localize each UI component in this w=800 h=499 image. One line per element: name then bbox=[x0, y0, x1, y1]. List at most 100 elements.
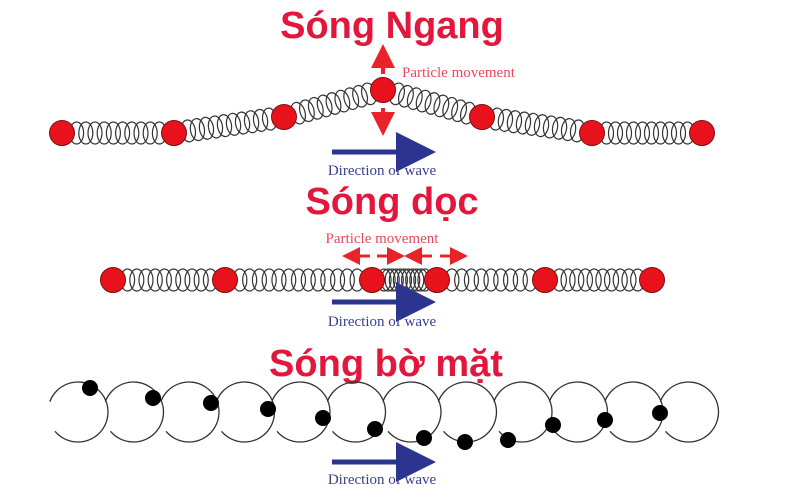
spring-coil bbox=[234, 111, 251, 135]
orbit-path bbox=[382, 381, 442, 443]
spring-coil bbox=[603, 268, 620, 292]
spring-coil bbox=[216, 114, 233, 138]
spring-coil bbox=[502, 268, 519, 292]
particle bbox=[161, 120, 187, 146]
particle bbox=[271, 104, 297, 130]
spring-coil bbox=[310, 268, 326, 292]
transverse-particle-label: Particle movement bbox=[402, 65, 516, 81]
spring-coil bbox=[329, 268, 346, 292]
spring-coil bbox=[524, 112, 541, 136]
surface-direction-label: Direction of wave bbox=[328, 472, 437, 488]
spring-coil bbox=[325, 92, 342, 115]
spring-coil bbox=[661, 121, 678, 145]
spring-coil bbox=[193, 268, 209, 292]
particle bbox=[469, 104, 495, 130]
spring-coil bbox=[595, 268, 611, 292]
water-particle bbox=[82, 380, 98, 396]
water-particle bbox=[545, 417, 561, 433]
spring-coil bbox=[451, 99, 468, 123]
particle bbox=[370, 77, 396, 103]
particle bbox=[100, 267, 126, 293]
spring-coil bbox=[569, 268, 585, 292]
spring-coil bbox=[198, 116, 215, 140]
water-particle bbox=[315, 410, 331, 426]
spring-coil bbox=[105, 121, 122, 145]
water-particle bbox=[457, 434, 473, 450]
spring-coil bbox=[189, 118, 206, 142]
water-particle bbox=[652, 405, 668, 421]
particle bbox=[579, 120, 605, 146]
spring-coil bbox=[616, 121, 633, 145]
spring-coil bbox=[512, 268, 528, 292]
spring-coil bbox=[542, 115, 559, 139]
orbit-path bbox=[49, 381, 109, 443]
spring-coil bbox=[156, 268, 172, 292]
water-particle bbox=[145, 390, 161, 406]
particle bbox=[639, 267, 665, 293]
spring-coil bbox=[643, 121, 660, 145]
spring-coil bbox=[621, 268, 637, 292]
spring-coil bbox=[147, 268, 163, 292]
transverse-particles bbox=[49, 77, 715, 146]
spring-coil bbox=[406, 87, 423, 111]
particle bbox=[532, 267, 558, 293]
spring-coil bbox=[506, 110, 523, 134]
spring-coil bbox=[96, 121, 112, 145]
spring-coil bbox=[533, 114, 550, 138]
spring-coil bbox=[634, 121, 651, 145]
spring-coil bbox=[243, 110, 260, 134]
particle bbox=[424, 267, 450, 293]
spring-coil bbox=[586, 268, 602, 292]
surface-title: Sóng bờ mặt bbox=[269, 343, 503, 385]
spring-coil bbox=[415, 89, 432, 113]
water-particle bbox=[416, 430, 432, 446]
spring-coil bbox=[560, 268, 576, 292]
water-particle bbox=[367, 421, 383, 437]
particle bbox=[689, 120, 715, 146]
spring-coil bbox=[397, 84, 414, 108]
spring-coil bbox=[433, 94, 450, 118]
longitudinal-particle-label: Particle movement bbox=[326, 231, 440, 247]
spring-coil bbox=[175, 268, 191, 292]
spring-coil bbox=[281, 268, 297, 292]
spring-coil bbox=[87, 121, 103, 145]
spring-coil bbox=[483, 268, 499, 292]
water-particle bbox=[597, 412, 613, 428]
spring-coil bbox=[551, 116, 568, 140]
spring-coil bbox=[124, 121, 140, 145]
spring-coil bbox=[424, 92, 441, 115]
spring-coil bbox=[142, 121, 158, 145]
spring-coil bbox=[497, 108, 514, 132]
spring-coil bbox=[184, 268, 200, 292]
spring-coil bbox=[339, 268, 355, 292]
particle bbox=[212, 267, 238, 293]
spring-coil bbox=[166, 268, 182, 292]
spring-coil bbox=[577, 268, 594, 292]
surface-particles bbox=[82, 380, 668, 450]
spring-coil bbox=[251, 268, 268, 292]
transverse-title: Sóng Ngang bbox=[280, 5, 504, 47]
water-particle bbox=[260, 401, 276, 417]
spring-coil bbox=[343, 87, 360, 111]
spring-coil bbox=[207, 115, 224, 139]
particle bbox=[359, 267, 385, 293]
spring-coil bbox=[607, 121, 624, 145]
spring-coil bbox=[515, 111, 532, 135]
orbit-path bbox=[659, 381, 720, 443]
orbit-path bbox=[160, 381, 220, 443]
spring-coil bbox=[384, 268, 400, 292]
orbit-path bbox=[271, 381, 331, 443]
spring-coil bbox=[307, 96, 324, 120]
orbit-path bbox=[326, 381, 387, 443]
spring-coil bbox=[334, 89, 351, 113]
spring-coil bbox=[129, 268, 145, 292]
spring-coil bbox=[316, 94, 333, 118]
spring-coil bbox=[271, 268, 287, 292]
spring-coil bbox=[138, 268, 154, 292]
spring-coil bbox=[652, 121, 669, 145]
water-particle bbox=[500, 432, 516, 448]
spring-coil bbox=[493, 268, 509, 292]
longitudinal-direction-label: Direction of wave bbox=[328, 314, 437, 330]
spring-coil bbox=[225, 112, 242, 136]
spring-coil bbox=[300, 268, 316, 292]
